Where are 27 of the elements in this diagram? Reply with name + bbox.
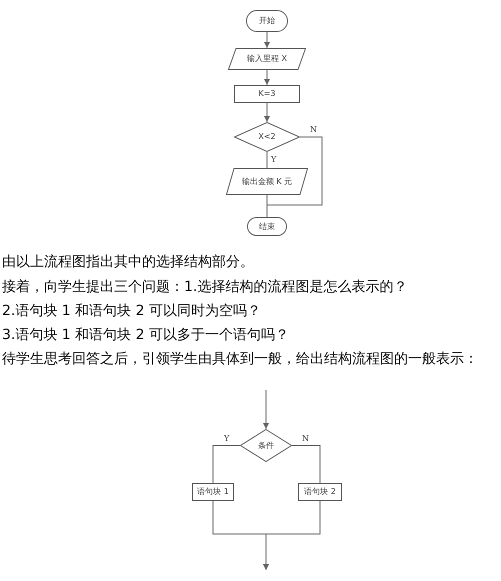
connector-line: [292, 445, 320, 484]
connector-line: [212, 445, 240, 484]
output-parallelogram: 输出金额 K 元: [226, 168, 308, 195]
connector-line: [266, 136, 322, 218]
body-text: 接着，向学生提出三个问题：1.选择结构的流程图是怎么表示的？: [2, 278, 408, 296]
input-parallelogram: 输入里程 X: [228, 48, 306, 70]
body-text: 2.语句块 1 和语句块 2 可以同时为空吗？: [2, 302, 261, 320]
edge-label: Y: [224, 434, 230, 443]
edge-label: N: [302, 434, 309, 443]
body-text: 待学生思考回答之后，引领学生由具体到一般，给出结构流程图的一般表示：: [2, 350, 478, 368]
arrow: [264, 32, 270, 48]
edge-label: N: [310, 125, 317, 134]
edge-label: Y: [271, 155, 276, 164]
arrow: [264, 70, 270, 86]
arrow: [264, 102, 270, 122]
decision-diamond: 条件: [240, 429, 292, 462]
body-text: 由以上流程图指出其中的选择结构部分。: [2, 253, 254, 271]
connector-line: [266, 152, 268, 168]
arrow: [263, 500, 320, 570]
body-text: 3.语句块 1 和语句块 2 可以多于一个语句吗？: [2, 326, 289, 344]
process-box: 语句块 2: [298, 483, 342, 501]
decision-diamond: X<2: [234, 122, 300, 152]
process-box: 语句块 1: [192, 483, 234, 501]
process-box: K=3: [234, 85, 300, 103]
start-terminal: 开始: [246, 10, 288, 32]
end-terminal: 结束: [247, 217, 287, 236]
arrow: [263, 390, 269, 430]
